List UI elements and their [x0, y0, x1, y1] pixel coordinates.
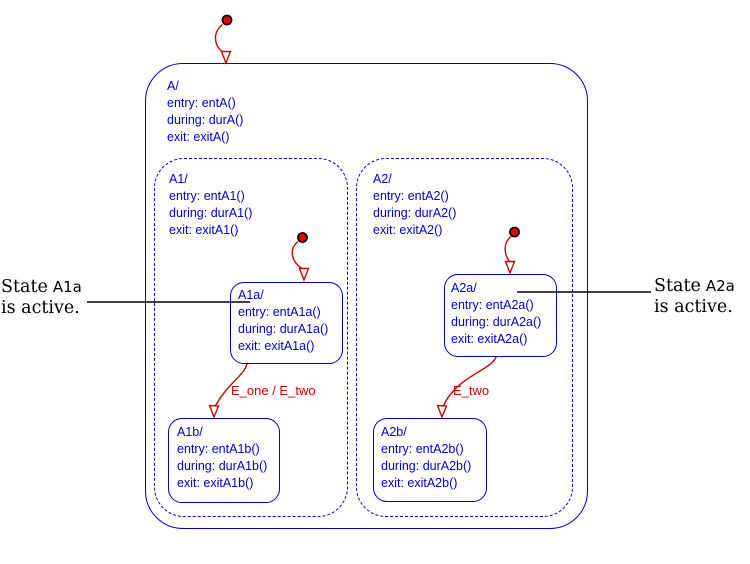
state-exit-action: exit: exitA1()	[169, 223, 239, 237]
state-exit-action: exit: exitA2()	[373, 223, 443, 237]
default-transition-curve-A	[214, 23, 224, 54]
annotation-state-name: A1a	[52, 278, 82, 296]
state-entry-action: entry: entA1a()	[238, 305, 321, 319]
state-A2a: A2a/ entry: entA2a() during: durA2a() ex…	[444, 274, 557, 357]
state-entry-action: entry: entA1()	[169, 189, 245, 203]
state-title: A2/	[373, 172, 392, 186]
state-exit-action: exit: exitA1b()	[177, 476, 254, 490]
state-during-action: during: durA1a()	[238, 322, 329, 336]
state-exit-action: exit: exitA()	[167, 130, 230, 144]
state-A: A/ entry: entA() during: durA() exit: ex…	[145, 63, 588, 529]
annotation-prefix: State	[654, 276, 701, 296]
state-exit-action: exit: exitA2b()	[381, 476, 458, 490]
state-A2: A2/ entry: entA2() during: durA2() exit:…	[356, 158, 573, 517]
default-transition-dot	[221, 14, 233, 26]
state-title: A1/	[169, 172, 188, 186]
state-exit-action: exit: exitA2a()	[451, 332, 528, 346]
annotation-state-name: A2a	[705, 277, 735, 295]
state-entry-action: entry: entA2a()	[451, 298, 534, 312]
state-during-action: during: durA2a()	[451, 315, 542, 329]
state-during-action: during: durA1b()	[177, 459, 268, 473]
state-entry-action: entry: entA1b()	[177, 442, 260, 456]
state-A1: A1/ entry: entA1() during: durA1() exit:…	[154, 158, 348, 517]
transition-label-a1a-to-a1b: E_one / E_two	[231, 383, 316, 398]
state-title: A1b/	[177, 425, 203, 439]
state-title: A/	[167, 79, 179, 93]
annotation-prefix: State	[1, 277, 48, 297]
state-title: A1a/	[238, 288, 264, 302]
state-entry-action: entry: entA2()	[373, 189, 449, 203]
transition-label-a2a-to-a2b: E_two	[453, 383, 490, 398]
state-entry-action: entry: entA()	[167, 96, 236, 110]
state-entry-action: entry: entA2b()	[381, 442, 464, 456]
transition-arrowhead	[220, 50, 232, 65]
state-during-action: during: durA1()	[169, 206, 253, 220]
state-title: A2a/	[451, 281, 477, 295]
state-A2b: A2b/ entry: entA2b() during: durA2b() ex…	[373, 418, 487, 502]
state-exit-action: exit: exitA1a()	[238, 339, 315, 353]
state-during-action: during: durA2b()	[381, 459, 472, 473]
state-title: A2b/	[381, 425, 407, 439]
state-A1b: A1b/ entry: entA1b() during: durA1b() ex…	[168, 418, 280, 503]
state-A1a: A1a/ entry: entA1a() during: durA1a() ex…	[230, 282, 343, 364]
annotation-line2: is active.	[654, 297, 733, 317]
annotation-line2: is active.	[1, 298, 80, 318]
state-during-action: during: durA2()	[373, 206, 457, 220]
state-during-action: during: durA()	[167, 113, 244, 127]
